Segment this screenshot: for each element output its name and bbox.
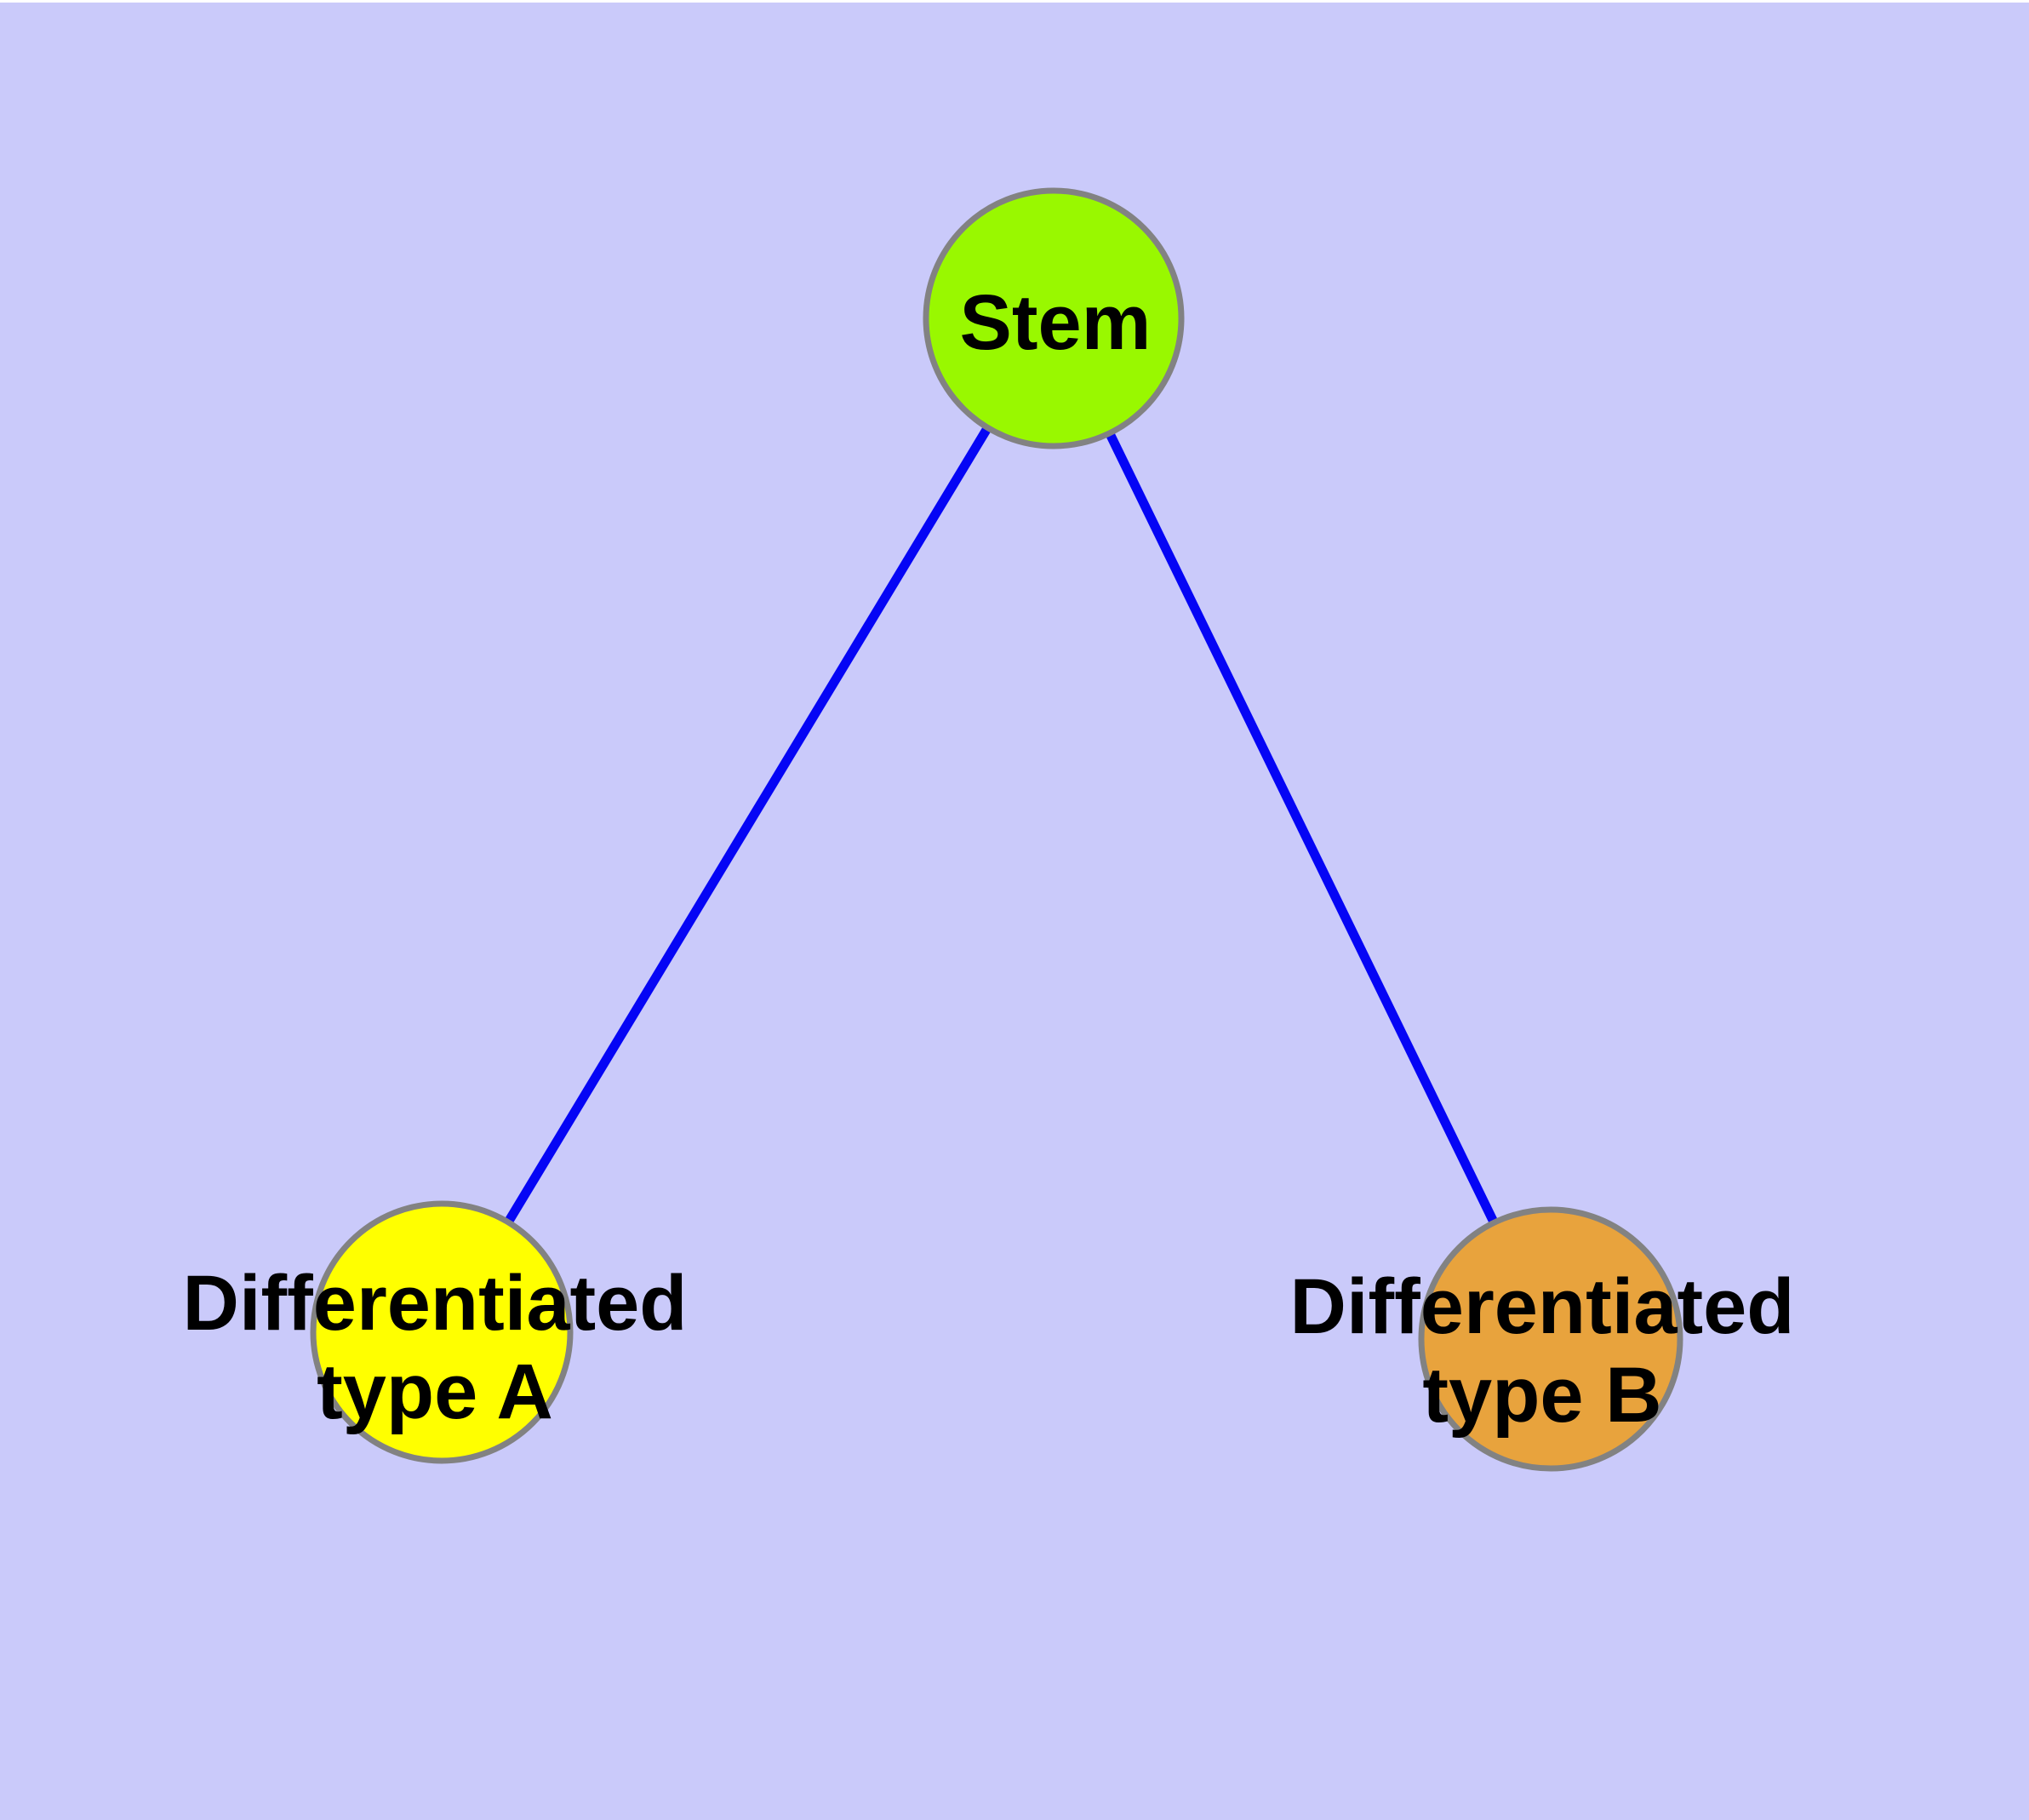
edge-stem-to-type-a [437,316,1058,1335]
node-stem [923,187,1185,449]
node-type-b-label-line2: type B [1422,1352,1661,1439]
edge-stem-to-type-b [1049,316,1555,1342]
node-type-b-label-line1: Differentiated [1290,1263,1795,1350]
node-type-b-label: Differentiated type B [1290,1263,1795,1439]
node-type-a-label: Differentiated type A [183,1260,688,1435]
node-labels: Stem Differentiated type A Differentiate… [183,279,1795,1439]
node-differentiated-type-a [310,1200,574,1464]
node-type-a-label-line2: type A [317,1348,553,1435]
node-type-a-label-line1: Differentiated [183,1260,688,1347]
node-differentiated-type-b [1418,1206,1683,1472]
node-stem-label: Stem [960,279,1152,366]
